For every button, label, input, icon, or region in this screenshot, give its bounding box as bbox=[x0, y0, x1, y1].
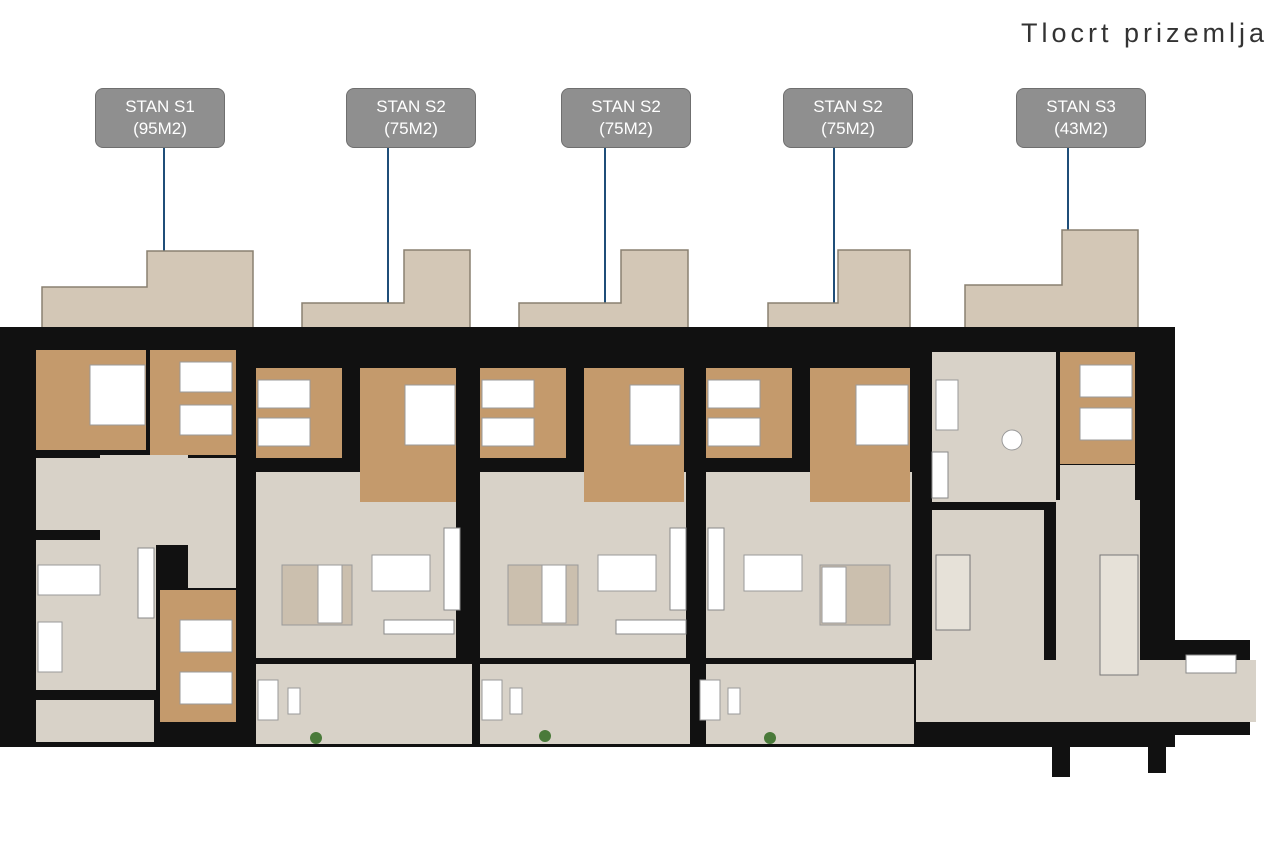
bed bbox=[257, 379, 311, 409]
plant-icon bbox=[539, 730, 551, 742]
unit-name: STAN S2 bbox=[591, 97, 661, 116]
lounge-chair bbox=[481, 679, 503, 721]
sofa bbox=[935, 379, 959, 431]
unit-label-s2-a: STAN S2 (75M2) bbox=[346, 88, 476, 148]
sofa bbox=[541, 564, 567, 624]
s3-hall bbox=[1060, 465, 1135, 505]
unit-name: STAN S2 bbox=[813, 97, 883, 116]
sofa bbox=[821, 566, 847, 624]
unit-name: STAN S3 bbox=[1046, 97, 1116, 116]
bed bbox=[89, 364, 146, 426]
dining-table bbox=[37, 564, 101, 596]
s1-bath-2 bbox=[188, 458, 236, 588]
dining-table bbox=[597, 554, 657, 592]
kitchen-counter bbox=[137, 547, 155, 619]
kitchen-counter bbox=[707, 527, 725, 611]
kitchen-counter bbox=[383, 619, 455, 635]
entrance bbox=[1185, 654, 1237, 674]
kitchen-counter bbox=[669, 527, 687, 611]
s1-hall bbox=[100, 455, 188, 545]
unit-area: (43M2) bbox=[1054, 119, 1108, 138]
bed bbox=[179, 671, 233, 705]
terrace-s3 bbox=[964, 229, 1139, 329]
bed bbox=[1079, 364, 1133, 398]
bed bbox=[179, 361, 233, 393]
unit-area: (95M2) bbox=[133, 119, 187, 138]
entrance-door bbox=[1185, 654, 1237, 674]
pillar-right bbox=[1148, 735, 1166, 773]
unit-label-s3: STAN S3 (43M2) bbox=[1016, 88, 1146, 148]
dining-table bbox=[743, 554, 803, 592]
page-title: Tlocrt prizemlja bbox=[1020, 18, 1268, 48]
s2c-terrace bbox=[706, 664, 914, 744]
side-table bbox=[727, 687, 741, 715]
plant-icon bbox=[310, 732, 322, 744]
bed bbox=[481, 417, 535, 447]
plant-icon bbox=[764, 732, 776, 744]
bed bbox=[629, 384, 681, 446]
bed bbox=[481, 379, 535, 409]
dining-table bbox=[371, 554, 431, 592]
bed bbox=[179, 404, 233, 436]
terrace-s1 bbox=[41, 250, 254, 329]
unit-label-s2-c: STAN S2 (75M2) bbox=[783, 88, 913, 148]
side-table bbox=[287, 687, 301, 715]
sofa bbox=[37, 621, 63, 673]
pillar-left bbox=[1052, 735, 1070, 777]
living-furniture bbox=[37, 379, 1023, 721]
unit-label-s2-b: STAN S2 (75M2) bbox=[561, 88, 691, 148]
unit-name: STAN S2 bbox=[376, 97, 446, 116]
staircase bbox=[1099, 554, 1139, 676]
kitchen-counters bbox=[137, 451, 949, 635]
round-table bbox=[1001, 429, 1023, 451]
kitchen-counter bbox=[443, 527, 461, 611]
bed bbox=[404, 384, 456, 446]
kitchen-counter bbox=[615, 619, 687, 635]
side-table bbox=[509, 687, 523, 715]
bed bbox=[257, 417, 311, 447]
stairs bbox=[935, 554, 1139, 676]
unit-area: (75M2) bbox=[599, 119, 653, 138]
sofa bbox=[317, 564, 343, 624]
bed bbox=[707, 417, 761, 447]
unit-area: (75M2) bbox=[821, 119, 875, 138]
bed bbox=[179, 619, 233, 653]
bed bbox=[707, 379, 761, 409]
staircase bbox=[935, 554, 971, 631]
unit-label-s1: STAN S1 (95M2) bbox=[95, 88, 225, 148]
plants bbox=[310, 730, 776, 744]
bed bbox=[1079, 407, 1133, 441]
s1-entry bbox=[36, 700, 154, 742]
lounge-chair bbox=[257, 679, 279, 721]
bed bbox=[855, 384, 909, 446]
lounge-chair bbox=[699, 679, 721, 721]
unit-name: STAN S1 bbox=[125, 97, 195, 116]
unit-area: (75M2) bbox=[384, 119, 438, 138]
kitchen-counter bbox=[931, 451, 949, 499]
beds bbox=[89, 361, 1133, 705]
